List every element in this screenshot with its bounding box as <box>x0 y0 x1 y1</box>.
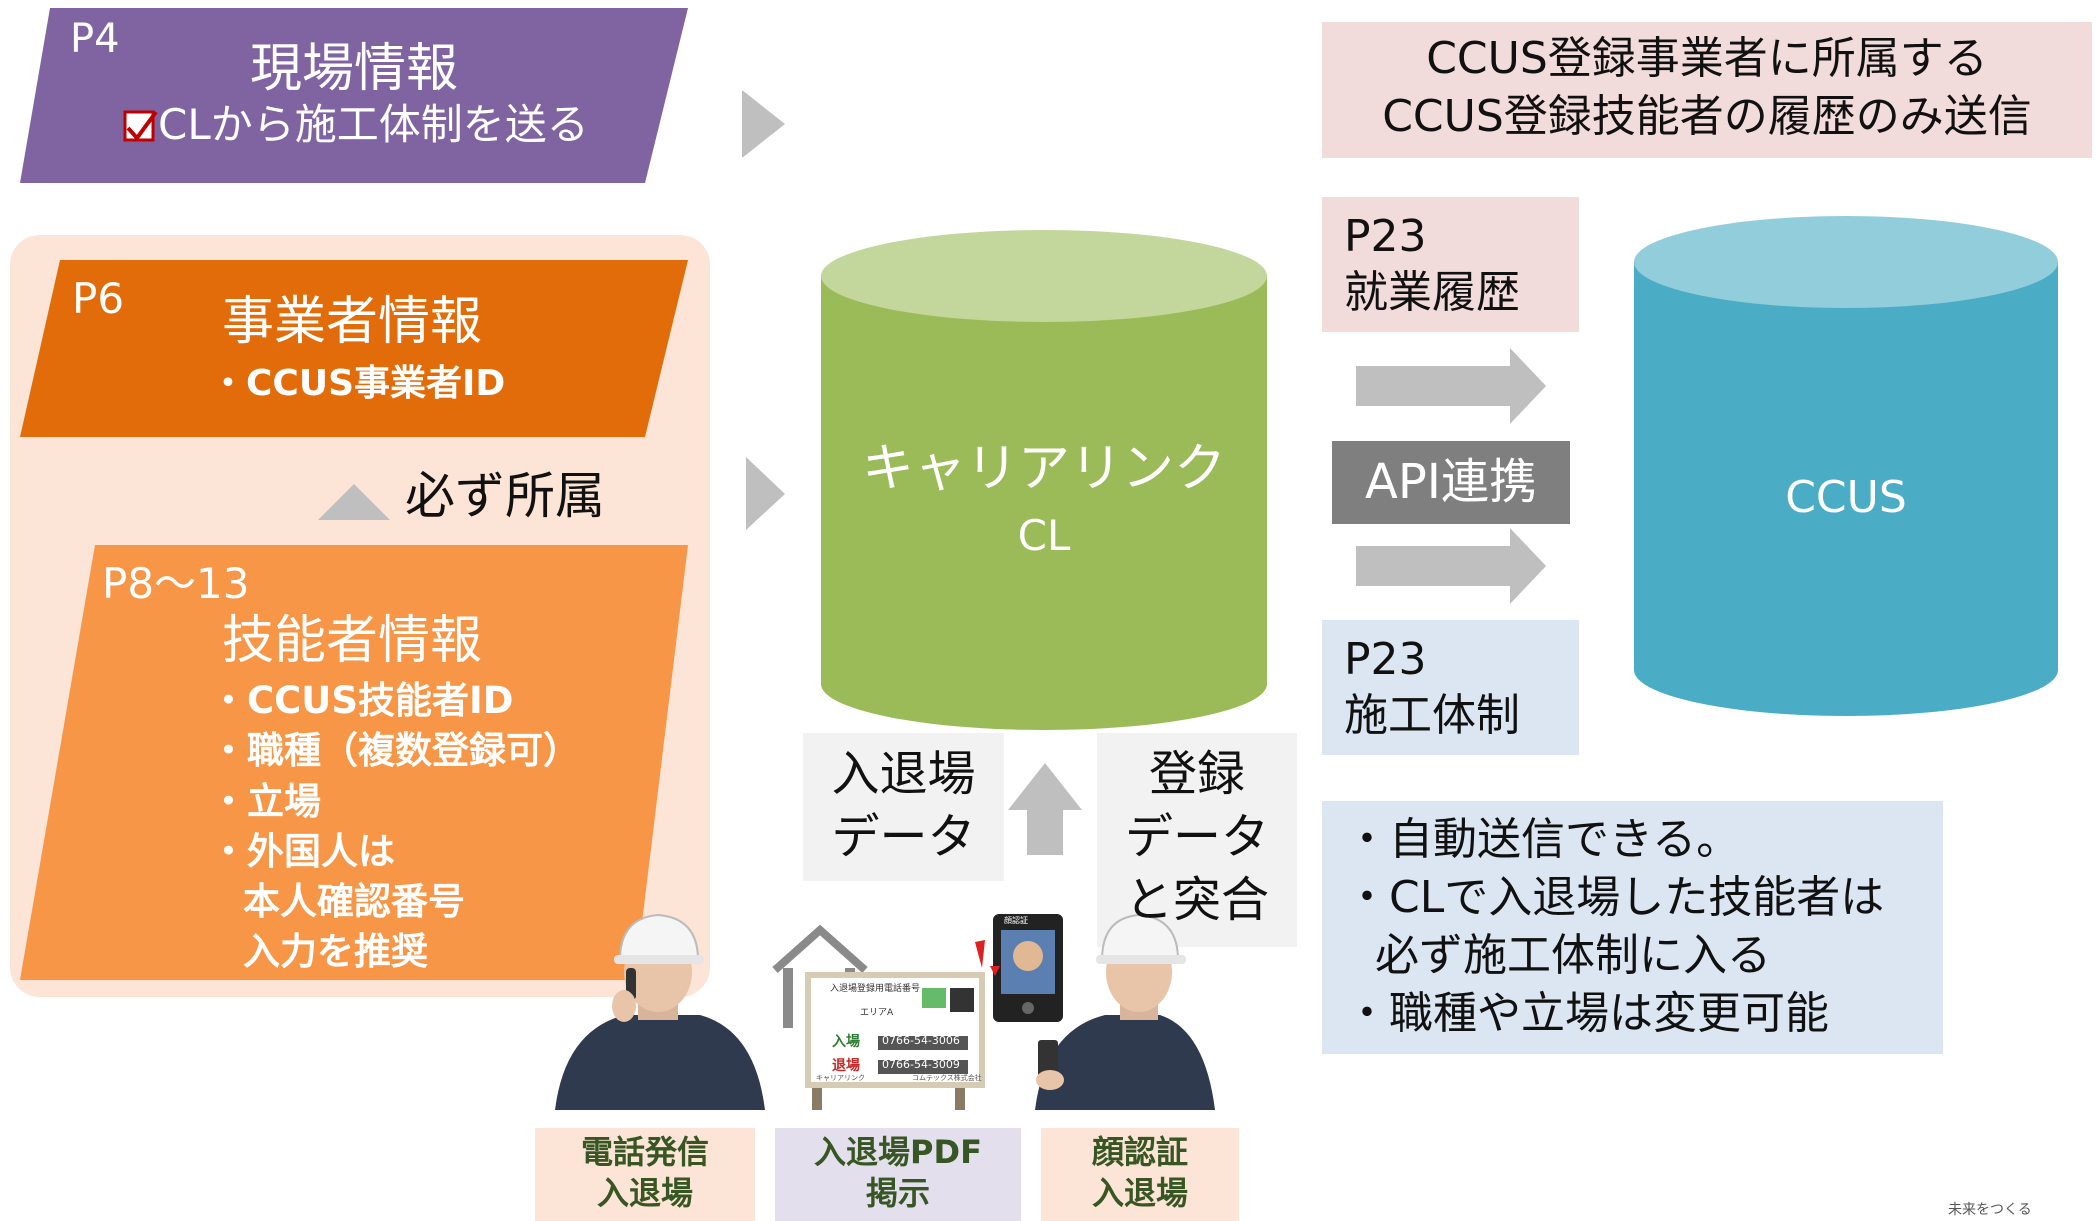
info-box <box>1322 801 1943 1054</box>
api-box <box>1332 441 1570 524</box>
arrow-right-top <box>742 90 785 158</box>
worker-info-item: ・職種（複数登録可） <box>210 729 580 772</box>
company-info-item: ・CCUS事業者ID <box>210 363 506 404</box>
face-panel-illustration <box>975 914 1063 1022</box>
company-info-title: 事業者情報 <box>222 292 483 352</box>
entry-data-box <box>803 733 1004 881</box>
worker-info-item: ・外国人は <box>210 830 395 873</box>
worker-info-extra: 入力を推奨 <box>243 930 428 973</box>
arrow-right-mid <box>746 457 785 530</box>
sign-out-label: 退場 <box>832 1058 860 1074</box>
careerlink-name: キャリアリンク <box>861 439 1226 499</box>
sign-title: 入退場登録用電話番号 <box>830 984 921 994</box>
work-history-box <box>1322 197 1579 332</box>
corner-note: 未来をつくる <box>1948 1202 2032 1218</box>
belong-arrow <box>318 484 390 520</box>
construction-system-label: 施工体制 <box>1344 690 1520 741</box>
reg-data-line: データ <box>1124 809 1269 865</box>
sign-in-label: 入場 <box>832 1034 860 1050</box>
reg-data-box <box>1097 733 1297 947</box>
note-top-line: CCUS登録事業者に所属する <box>1426 33 1988 84</box>
ccus-name: CCUS <box>1785 472 1907 523</box>
reg-data-line: と突合 <box>1124 872 1269 928</box>
work-history-page: P23 <box>1344 211 1427 262</box>
arrow-history <box>1356 348 1546 424</box>
careerlink-cylinder <box>821 230 1267 730</box>
entry-data-line: データ <box>831 809 976 865</box>
worker-phone-illustration <box>555 913 765 1110</box>
site-info-page: P4 <box>70 16 120 62</box>
face-panel-label: 顔認証 <box>1004 916 1028 925</box>
reg-data-line: 登録 <box>1148 746 1245 802</box>
checkmark-icon <box>126 110 158 142</box>
sign-out-number: 0766-54-3009 <box>882 1058 960 1071</box>
entry-data-line: 入退場 <box>831 746 976 802</box>
ccus-cylinder <box>1634 216 2058 716</box>
company-info-shape <box>20 260 688 437</box>
must-belong-label: 必ず所属 <box>405 467 605 525</box>
sign-in-number: 0766-54-3006 <box>882 1034 960 1047</box>
sign-footer-right: コムテックス株式会社 <box>912 1074 982 1082</box>
worker-info-item: ・立場 <box>210 780 321 823</box>
arrow-system <box>1356 528 1546 604</box>
work-history-label: 就業履歴 <box>1344 267 1520 318</box>
construction-system-box <box>1322 620 1579 755</box>
method-box-phone <box>535 1128 755 1221</box>
worker-face-illustration <box>1035 913 1215 1110</box>
worker-info-extra: 本人確認番号 <box>243 880 465 923</box>
info-line: ・職種や立場は変更可能 <box>1345 988 1829 1039</box>
note-top-line: CCUS登録技能者の履歴のみ送信 <box>1382 91 2032 142</box>
site-info-sub: CLから施工体制を送る <box>158 100 589 149</box>
worker-info-item: ・CCUS技能者ID <box>210 679 514 722</box>
method-box-pdf <box>775 1128 1021 1221</box>
method-box-face <box>1041 1128 1239 1221</box>
info-line: ・CLで入退場した技能者は <box>1345 872 1885 923</box>
note-top-box <box>1322 22 2092 158</box>
site-info-title: 現場情報 <box>250 39 459 99</box>
method-face-label: 顔認証 <box>1091 1133 1188 1171</box>
careerlink-abbr: CL <box>1017 511 1071 560</box>
method-phone-label: 入退場 <box>596 1174 693 1212</box>
worker-info-page: P8～13 <box>102 559 250 608</box>
method-face-label: 入退場 <box>1091 1174 1188 1212</box>
worker-info-title: 技能者情報 <box>222 611 483 671</box>
method-pdf-label: 掲示 <box>865 1174 930 1212</box>
method-pdf-label: 入退場PDF <box>814 1133 982 1171</box>
info-line: ・自動送信できる。 <box>1345 814 1741 865</box>
worker-info-shape <box>20 545 688 980</box>
api-label: API連携 <box>1365 454 1537 510</box>
site-info-shape <box>20 8 688 183</box>
sign-area: エリアA <box>860 1008 894 1018</box>
method-phone-label: 電話発信 <box>580 1133 709 1171</box>
construction-system-page: P23 <box>1344 634 1427 685</box>
arrow-up <box>1008 763 1082 855</box>
sign-footer-left: キャリアリンク <box>816 1074 865 1082</box>
entry-pdf-sign-illustration <box>772 924 985 1110</box>
info-line: 必ず施工体制に入る <box>1375 930 1771 981</box>
company-info-page: P6 <box>72 274 125 323</box>
